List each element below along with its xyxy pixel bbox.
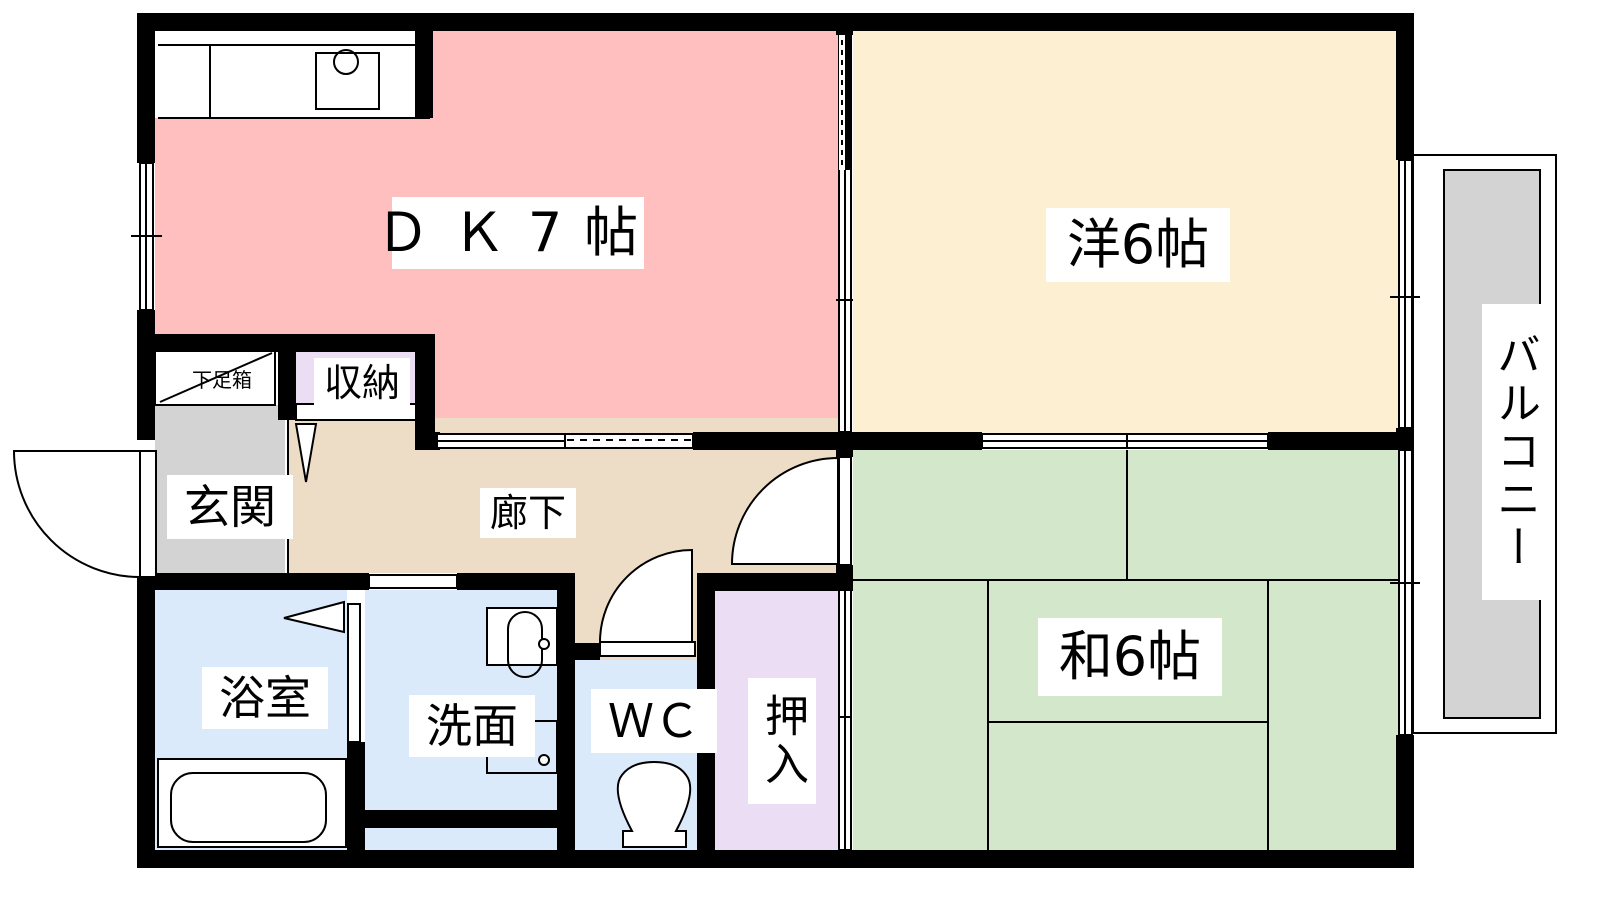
hallway-label: 廊下 <box>480 488 576 538</box>
washroom-floor-lower <box>365 828 558 850</box>
balcony-label: バルコニー <box>1482 304 1546 600</box>
dk-western-sliding-door-fill <box>845 35 851 170</box>
toilet-door-icon <box>598 548 693 643</box>
front-door-icon <box>12 450 157 579</box>
kitchen-counter-area <box>155 30 432 118</box>
shoe-box-label: 下足箱 <box>192 368 252 392</box>
washroom-label: 洗面 <box>409 695 535 757</box>
toilet-door-frame <box>599 641 696 657</box>
walls <box>137 13 1414 868</box>
japanese-room-door-icon <box>730 456 839 565</box>
western-room-label: 洋6帖 <box>1046 208 1230 282</box>
dk-floor-upper <box>432 30 840 120</box>
entrance-label: 玄関 <box>167 475 293 539</box>
stove-icon <box>315 49 380 110</box>
closet-label: 押入 <box>748 678 816 804</box>
kitchen-counter <box>158 44 430 119</box>
dk-room-label: ＤＫ7帖 <box>376 197 644 269</box>
dk-hallway-sliding-door <box>564 433 694 449</box>
windows <box>131 34 1420 851</box>
bathroom-door-panel <box>347 603 361 743</box>
shoe-box-diagonal <box>159 352 273 403</box>
tatami-lines <box>853 450 1400 850</box>
storage-label: 収納 <box>314 358 410 408</box>
storage-door-swing <box>294 423 318 483</box>
bathroom-door-swing <box>283 600 345 634</box>
washbasin-tap-icon <box>538 638 550 650</box>
washbasin-frame <box>486 607 558 666</box>
washing-machine-drain-icon <box>538 754 550 766</box>
bathtub-icon <box>170 772 327 843</box>
japanese-room-label: 和6帖 <box>1038 618 1222 696</box>
bathroom-label: 浴室 <box>202 667 328 729</box>
toilet-label: ＷＣ <box>591 689 717 753</box>
toilet-icon <box>616 760 692 848</box>
